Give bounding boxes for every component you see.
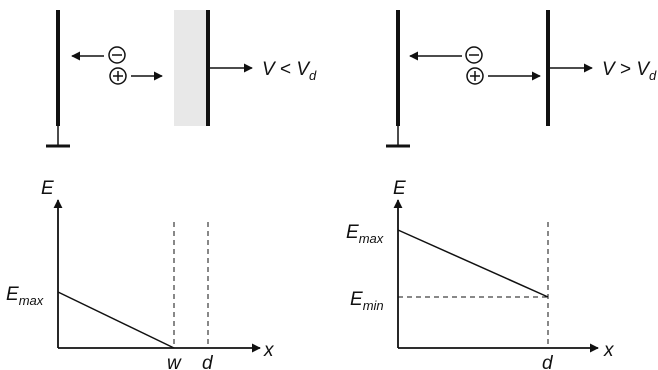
minus-circle-icon xyxy=(465,46,483,64)
d-label: d xyxy=(542,353,554,370)
w-label: w xyxy=(167,353,182,370)
voltage-condition-label: V < Vd xyxy=(262,59,317,83)
plus-circle-icon xyxy=(466,67,484,85)
emin-label: Emin xyxy=(350,289,384,313)
plus-circle-icon xyxy=(109,67,127,85)
ground-icon xyxy=(386,126,410,148)
x-axis-label: x xyxy=(603,340,615,361)
field-line xyxy=(57,291,175,349)
y-axis-label: E xyxy=(393,178,406,199)
ground-icon xyxy=(46,126,70,148)
depletion-region xyxy=(174,10,208,126)
voltage-condition-label: V > Vd xyxy=(602,59,657,83)
left-field-plot: E x Emax w d xyxy=(6,178,275,370)
emax-label: Emax xyxy=(6,284,44,308)
d-label: d xyxy=(202,353,214,370)
y-axis-label: E xyxy=(41,178,54,199)
minus-circle-icon xyxy=(108,46,126,64)
left-detector-schematic: V < Vd xyxy=(46,10,317,148)
x-axis-label: x xyxy=(263,340,275,361)
emax-label: Emax xyxy=(346,222,384,246)
right-field-plot: E x Emax Emin d xyxy=(346,178,615,370)
right-detector-schematic: V > Vd xyxy=(386,10,657,148)
field-line xyxy=(397,229,549,298)
